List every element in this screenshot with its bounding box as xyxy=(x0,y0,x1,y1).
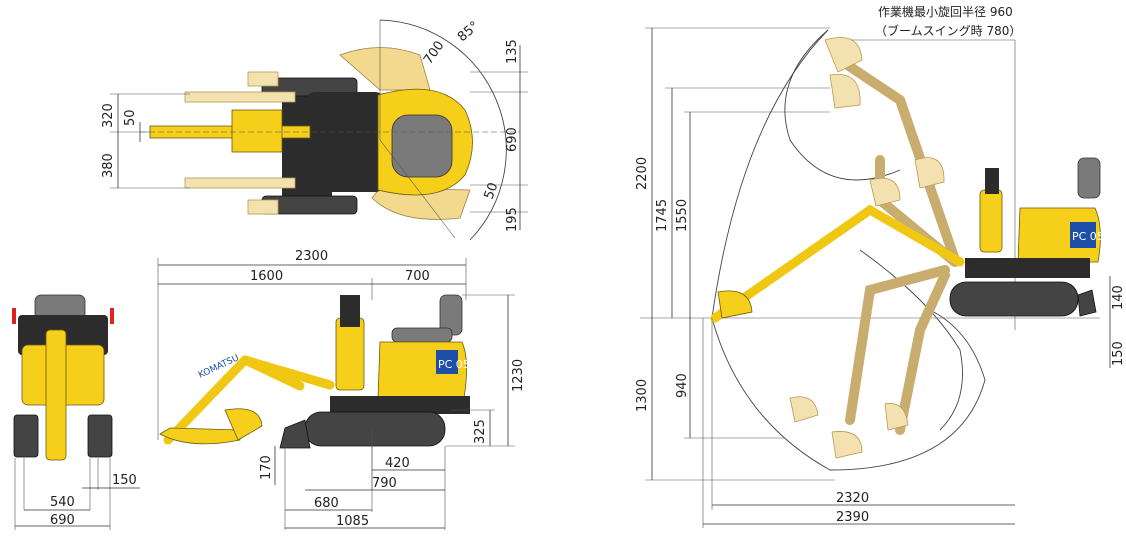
plan-view: 700 85° 50 135 690 195 320 50 380 xyxy=(101,19,528,241)
plan-blade-right xyxy=(247,199,279,215)
dim-plan-700: 700 xyxy=(421,38,448,67)
working-range-title-line2: （ブームスイング時 780） xyxy=(875,23,1021,38)
dim-wr-1300: 1300 xyxy=(635,379,650,412)
working-model-badge xyxy=(1070,222,1096,248)
working-range-title-line1: 作業機最小旋回半径 960 xyxy=(878,4,1013,19)
swing-area xyxy=(339,47,431,91)
working-seat-back xyxy=(1077,157,1101,199)
plan-radius-line xyxy=(379,139,456,239)
working-upper-body xyxy=(1017,207,1101,263)
working-control-tower xyxy=(979,189,1003,253)
working-blade xyxy=(1077,289,1097,317)
dim-plan-195: 195 xyxy=(505,207,520,232)
front-track-right xyxy=(87,414,113,458)
working-track xyxy=(949,281,1079,317)
ghost-boom-high xyxy=(835,55,960,265)
ghost-bucket-4 xyxy=(914,157,945,189)
dim-side-700: 700 xyxy=(405,269,430,284)
side-model-badge-text: PC 05 xyxy=(438,358,470,371)
dim-front-690: 690 xyxy=(50,513,75,528)
ghost-bucket-6 xyxy=(831,431,863,459)
front-view: 150 540 690 xyxy=(12,294,140,530)
working-frame xyxy=(965,258,1090,278)
ghost-bucket-5 xyxy=(789,396,819,423)
front-track-left xyxy=(13,414,39,458)
dim-side-1230: 1230 xyxy=(511,359,526,392)
dim-side-1085: 1085 xyxy=(336,514,369,529)
dim-front-540: 540 xyxy=(50,495,75,510)
dim-plan-50-left: 50 xyxy=(123,109,138,126)
plan-engine-area xyxy=(305,92,385,192)
dim-wr-140: 140 xyxy=(1111,285,1126,310)
dim-wr-2390: 2390 xyxy=(836,510,869,525)
front-boom xyxy=(45,329,67,461)
side-boom-cyl xyxy=(240,355,305,391)
side-arm xyxy=(163,355,250,445)
plan-seat xyxy=(391,114,453,178)
dim-plan-320: 320 xyxy=(101,103,116,128)
dim-front-150: 150 xyxy=(112,473,137,488)
working-bucket xyxy=(717,290,753,319)
dim-plan-50-right: 50 xyxy=(482,181,502,202)
working-range-view: 作業機最小旋回半径 960 （ブームスイング時 780） PC 05 xyxy=(635,4,1126,528)
dim-wr-1550: 1550 xyxy=(675,199,690,232)
ghost-boom-low xyxy=(845,265,950,425)
dim-wr-1745: 1745 xyxy=(655,199,670,232)
dim-wr-2200: 2200 xyxy=(635,157,650,190)
working-model-badge-text: PC 05 xyxy=(1072,230,1104,243)
plan-arm-left-swing xyxy=(184,91,296,103)
dim-side-680: 680 xyxy=(314,496,339,511)
ghost-bucket-top xyxy=(824,37,863,73)
plan-blade-left xyxy=(247,71,279,87)
side-track xyxy=(304,411,446,447)
front-lamp-right xyxy=(110,308,114,324)
digging-envelope xyxy=(711,29,986,471)
dim-plan-380: 380 xyxy=(101,153,116,178)
plan-arm-right-swing xyxy=(184,177,296,189)
front-lamp-left xyxy=(12,308,16,324)
ghost-bucket-7 xyxy=(884,403,909,431)
plan-boom-base xyxy=(231,109,283,153)
dim-plan-690: 690 xyxy=(505,127,520,152)
working-levers xyxy=(985,168,999,194)
dim-wr-150: 150 xyxy=(1111,341,1126,366)
dim-wr-2320: 2320 xyxy=(836,491,869,506)
dim-side-1600: 1600 xyxy=(250,269,283,284)
inner-envelope-upper xyxy=(784,29,901,181)
side-blade xyxy=(279,419,311,449)
plan-swing-arc xyxy=(379,19,507,241)
dim-side-170: 170 xyxy=(259,455,274,480)
ghost-bucket-2 xyxy=(829,73,861,109)
dim-plan-135: 135 xyxy=(505,39,520,64)
working-boom-arm xyxy=(710,204,965,323)
side-view: 2300 1600 700 PC 05 KOMATSU 1230 325 170 xyxy=(157,249,526,530)
side-levers xyxy=(340,295,360,327)
dim-side-790: 790 xyxy=(372,476,397,491)
side-frame xyxy=(330,396,470,414)
swing-area-lower xyxy=(371,187,471,220)
side-seat xyxy=(391,327,453,343)
dim-side-325: 325 xyxy=(473,419,488,444)
dim-plan-85deg: 85° xyxy=(455,19,482,45)
dim-side-420: 420 xyxy=(385,456,410,471)
ghost-bucket-3 xyxy=(869,177,901,207)
dim-wr-940: 940 xyxy=(675,373,690,398)
side-bucket xyxy=(224,408,263,441)
side-control-tower xyxy=(335,317,365,391)
inner-envelope-lower xyxy=(859,249,963,431)
side-model-badge xyxy=(436,350,458,374)
dim-side-2300: 2300 xyxy=(295,249,328,264)
ghost-boom-deep xyxy=(895,270,950,435)
